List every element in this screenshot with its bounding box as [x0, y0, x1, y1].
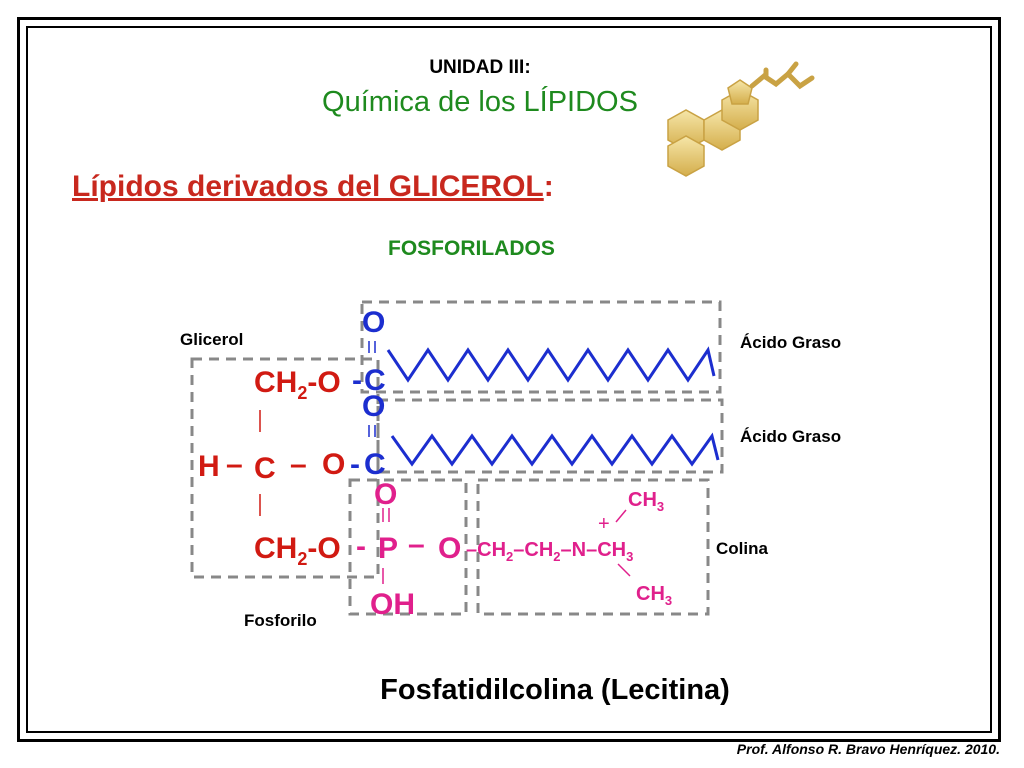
- colina-chain: –CH2–CH2–N–CH3: [466, 539, 634, 564]
- ch2-o-3-sub: 2: [297, 549, 308, 569]
- ch2-o-1-ch: CH: [254, 366, 298, 399]
- atom-o-carbonyl-2: O: [362, 390, 386, 423]
- ch3-bottom: CH: [636, 583, 665, 605]
- section-title-text: Lípidos derivados del GLICEROL: [72, 170, 544, 203]
- ch2-o-3-ch: CH: [254, 532, 298, 565]
- bond-p-o: –: [408, 528, 425, 561]
- chain-ch2a-sub: 2: [506, 549, 514, 564]
- chain-ch2b: CH: [524, 539, 554, 561]
- ch2-o-group-1: CH2-O: [254, 366, 341, 403]
- label-acido-graso-1: Ácido Graso: [740, 333, 842, 352]
- methyl-bottom: CH3: [636, 584, 672, 607]
- charge-plus: +: [598, 513, 610, 535]
- label-fosforilo: Fosforilo: [244, 611, 317, 630]
- atom-o-phosphoryl: O: [374, 478, 398, 511]
- colina-box: [476, 478, 710, 616]
- chain-ch3-sub: 3: [626, 549, 634, 564]
- footer-credit: Prof. Alfonso R. Bravo Henríquez. 2010.: [736, 741, 1000, 757]
- subsection-title: FOSFORILADOS: [388, 237, 555, 260]
- bond-c-o: –: [290, 448, 307, 481]
- fatty-acid-chain-1: [386, 346, 716, 383]
- group-oh: OH: [370, 588, 415, 621]
- fatty-acid-chain-2: [390, 432, 720, 467]
- atom-c-carbonyl-1: C: [364, 364, 386, 397]
- ch3-top: CH: [628, 489, 657, 511]
- bond-dash-2: -: [350, 448, 360, 481]
- subject-heading: Química de los LÍPIDOS: [322, 86, 638, 118]
- atom-c-carbonyl-2: C: [364, 448, 386, 481]
- unit-heading: UNIDAD III:: [429, 57, 531, 78]
- ch2-o-1-sub: 2: [297, 383, 308, 403]
- molecule-caption: Fosfatidilcolina (Lecitina): [380, 674, 730, 706]
- fatty-acid-box-2: [376, 398, 724, 474]
- label-acido-graso-2: Ácido Graso: [740, 427, 842, 446]
- ch3-bottom-sub: 3: [664, 593, 673, 608]
- atom-h: H: [198, 450, 220, 483]
- atom-c-center: C: [254, 452, 276, 485]
- atom-o-phosphoester: O: [438, 532, 462, 565]
- methyl-top: CH3: [628, 490, 664, 513]
- slide-frame-inner: [26, 26, 992, 733]
- bond-dash-3: -: [356, 530, 366, 563]
- label-colina: Colina: [716, 539, 768, 558]
- ch2-o-3-tail: -O: [307, 532, 341, 565]
- atom-o-ester-2: O: [322, 448, 346, 481]
- label-glicerol: Glicerol: [180, 330, 244, 349]
- glicerol-box: [190, 357, 380, 579]
- bond-h-c: –: [226, 448, 243, 481]
- chain-ch2a: CH: [477, 539, 507, 561]
- section-title: Lípidos derivados del GLICEROL:: [72, 172, 554, 202]
- bond-dash-1: -: [352, 364, 362, 397]
- fosforilo-box: [348, 478, 468, 616]
- chain-ch3: CH: [597, 539, 627, 561]
- atom-p: P: [378, 532, 399, 565]
- ch2-o-group-3: CH2-O: [254, 532, 341, 569]
- chain-ch2b-sub: 2: [553, 549, 561, 564]
- chain-n: N: [571, 539, 587, 561]
- atom-o-carbonyl-1: O: [362, 306, 386, 339]
- ch3-top-sub: 3: [656, 499, 665, 514]
- fatty-acid-box-1: [360, 300, 722, 394]
- ch2-o-1-tail: -O: [307, 366, 341, 399]
- section-title-colon: :: [543, 170, 554, 203]
- slide-frame-outer: [17, 17, 1001, 742]
